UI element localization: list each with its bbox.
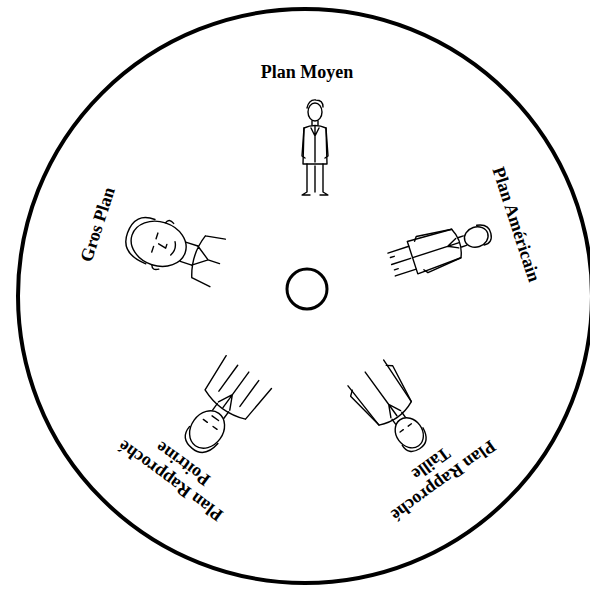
shot-label: Plan Américain <box>472 116 560 332</box>
center-hole <box>287 269 327 309</box>
closeup-figure <box>119 209 227 288</box>
wheel-rim <box>18 9 590 583</box>
chest-figure <box>170 356 271 466</box>
shot-label: Plan Rapproché Taille <box>369 413 507 529</box>
full-figure <box>302 100 328 195</box>
shot-label: Gros Plan <box>54 116 142 332</box>
shot-label: Plan Rapproché Poitrine <box>108 413 246 529</box>
waist-figure <box>344 357 441 464</box>
american-figure <box>386 214 497 282</box>
shot-label: Plan Moyen <box>197 62 417 83</box>
